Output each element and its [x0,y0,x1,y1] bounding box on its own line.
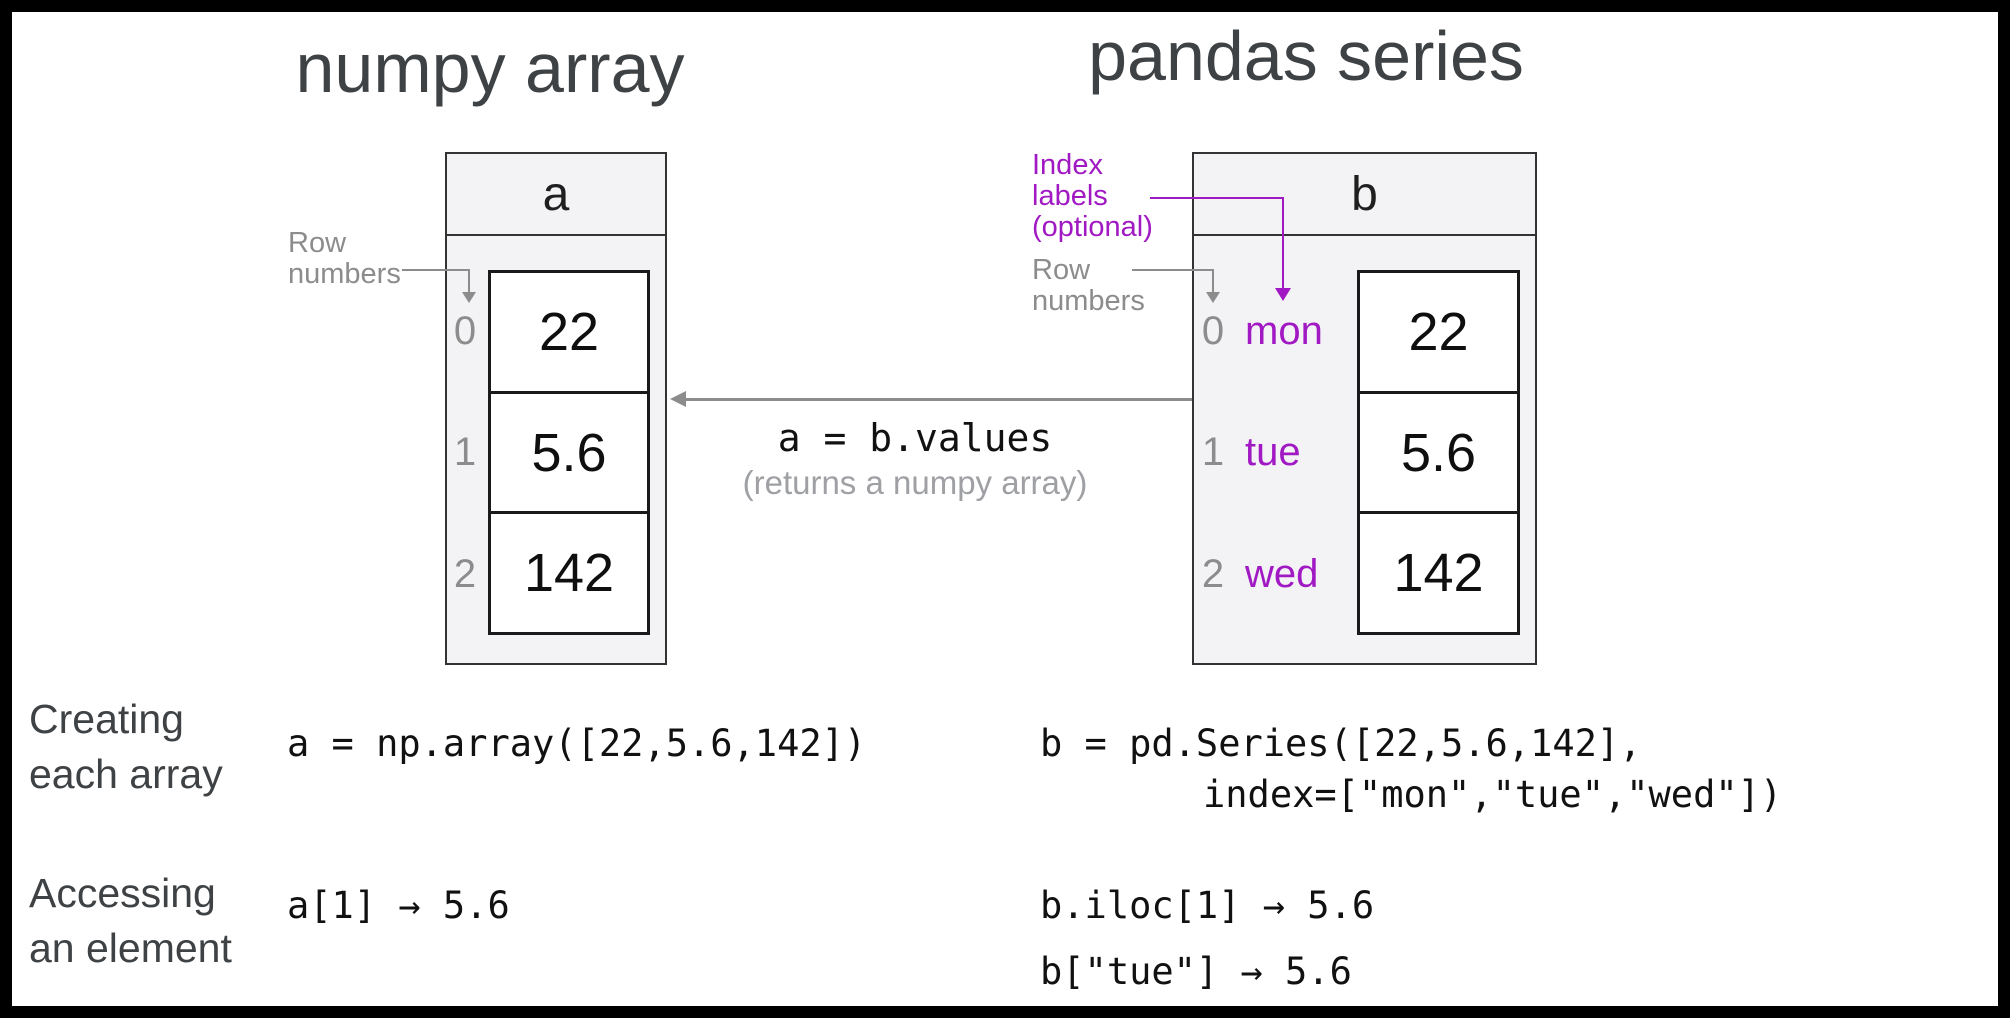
pandas-series-box: b 0 1 2 mon tue wed 22 5.6 142 [1192,152,1537,665]
accessing-label: Accessing an element [29,866,232,976]
pandas-access-code-label: b["tue"] → 5.6 [1040,950,1352,993]
pandas-cell: 5.6 [1360,390,1517,512]
numpy-box-header: a [447,154,665,236]
arrow-down-icon [462,292,476,303]
index-labels-note: Index labels (optional) [1032,150,1232,243]
pandas-box-header: b [1194,154,1535,236]
index-labels-connector-drop [1282,197,1284,289]
numpy-title: numpy array [295,29,685,107]
index-labels-note-line3: (optional) [1032,211,1153,243]
pandas-row-number: 2 [1201,552,1225,596]
numpy-create-code: a = np.array([22,5.6,142]) [287,722,867,765]
numpy-row-number: 2 [453,552,477,596]
row-numbers-note-left: Row numbers [288,228,448,290]
row-numbers-connector-right-drop [1212,269,1214,293]
conversion-code: a = b.values [777,416,1053,460]
conversion-note: (returns a numpy array) [742,464,1088,501]
row-numbers-connector-left [402,269,469,271]
creating-label-line2: each array [29,751,223,797]
arrow-left-icon [670,391,686,407]
pandas-row-number: 0 [1201,309,1225,353]
numpy-cell: 5.6 [491,390,647,512]
row-numbers-note-right-line2: numbers [1032,285,1145,317]
numpy-cell: 22 [538,301,600,362]
arrow-down-icon [1206,292,1220,303]
index-labels-connector [1150,197,1283,199]
pandas-index-label: tue [1245,430,1301,474]
creating-label-line1: Creating [29,696,184,742]
row-numbers-connector-left-drop [468,269,470,294]
pandas-index-label: mon [1245,309,1323,353]
pandas-cell: 142 [1360,511,1517,632]
row-numbers-note-right: Row numbers [1032,255,1192,317]
pandas-create-code-line2: index=["mon","tue","wed"]) [1203,773,1783,816]
row-numbers-note-left-line1: Row [288,227,347,259]
creating-label: Creating each array [29,692,223,802]
numpy-cell: 142 [491,511,647,632]
numpy-row-number: 1 [453,430,477,474]
arrow-down-magenta-icon [1275,288,1291,301]
index-labels-note-line2: labels [1032,180,1108,212]
numpy-cells: 22 5.6 142 [488,270,650,635]
row-numbers-connector-right [1132,269,1213,271]
index-labels-note-line1: Index [1032,149,1103,181]
pandas-index-label: wed [1245,552,1319,596]
row-numbers-note-right-line1: Row [1032,254,1091,286]
numpy-row-number: 0 [453,309,477,353]
pandas-create-code-line1: b = pd.Series([22,5.6,142], [1040,722,1642,765]
accessing-label-line2: an element [29,925,232,971]
row-numbers-note-left-line2: numbers [288,258,401,290]
pandas-title: pandas series [1088,17,1524,95]
pandas-cell: 22 [1408,301,1469,362]
accessing-label-line1: Accessing [29,870,216,916]
values-arrow [686,398,1192,401]
slide-background [12,12,1998,1006]
pandas-cells: 22 5.6 142 [1357,270,1520,635]
numpy-array-box: a 0 1 2 22 5.6 142 [445,152,667,665]
pandas-row-number: 1 [1201,430,1225,474]
numpy-access-code: a[1] → 5.6 [287,884,510,927]
pandas-access-code-iloc: b.iloc[1] → 5.6 [1040,884,1375,927]
